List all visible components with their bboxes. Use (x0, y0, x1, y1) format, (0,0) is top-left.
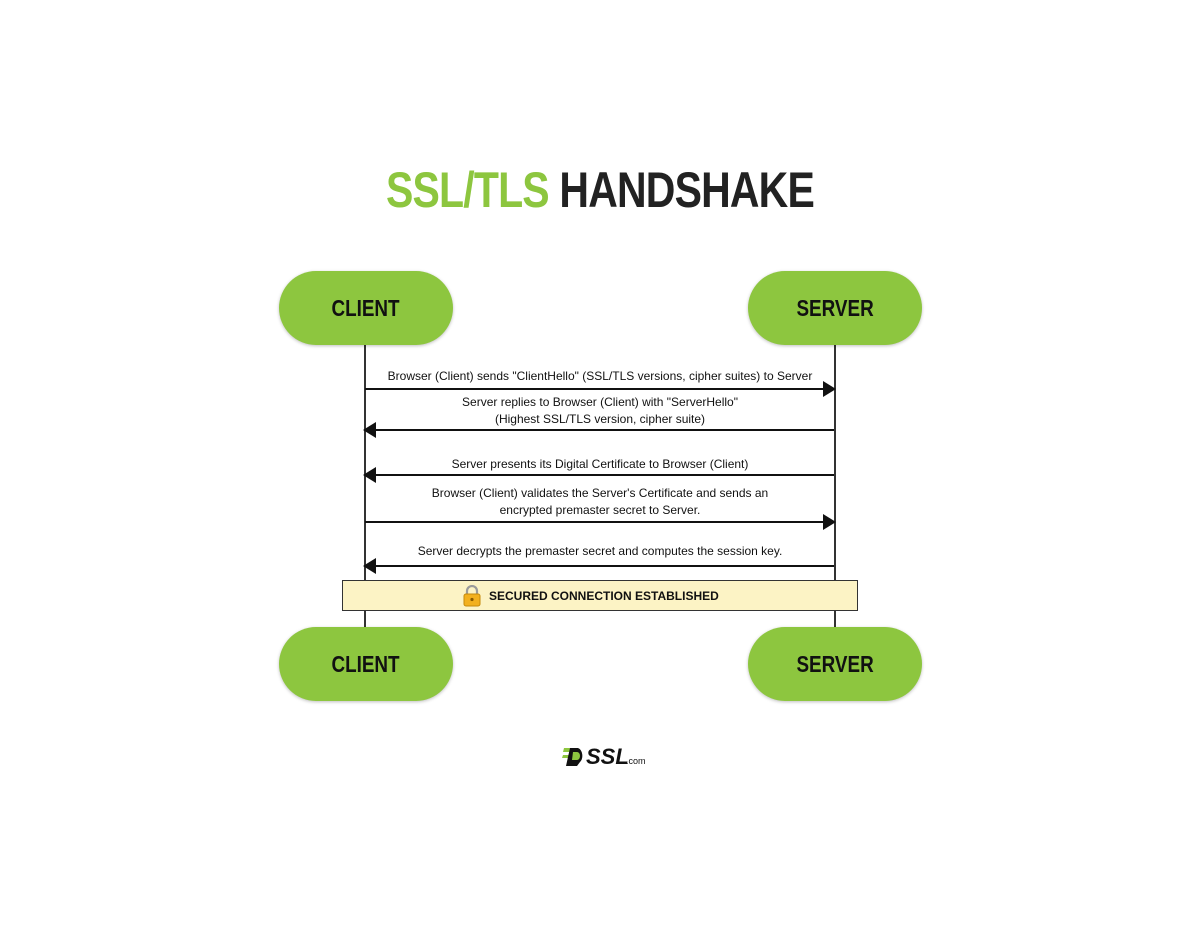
message-5-arrow (363, 558, 834, 574)
lock-icon (463, 585, 481, 607)
client-actor-top: CLIENT (279, 271, 453, 345)
client-lifeline (364, 344, 366, 628)
title-main: HANDSHAKE (559, 162, 814, 218)
server-lifeline (834, 344, 836, 628)
secured-banner-text: SECURED CONNECTION ESTABLISHED (489, 589, 719, 603)
logo-suffix: .com (626, 756, 646, 766)
message-4-label: Browser (Client) validates the Server's … (365, 485, 835, 519)
logo-brand: SSL (586, 744, 629, 769)
message-line: (Highest SSL/TLS version, cipher suite) (494, 412, 706, 426)
server-actor-label: SERVER (796, 650, 874, 677)
server-actor-label: SERVER (796, 294, 874, 321)
message-2-label: Server replies to Browser (Client) with … (365, 394, 835, 428)
message-3-arrow (363, 467, 834, 483)
server-actor-top: SERVER (748, 271, 922, 345)
message-4-arrow (365, 514, 836, 530)
message-line: Browser (Client) sends "ClientHello" (SS… (387, 369, 813, 383)
message-line: Server decrypts the premaster secret and… (417, 544, 783, 558)
server-actor-bottom: SERVER (748, 627, 922, 701)
message-1-label: Browser (Client) sends "ClientHello" (SS… (360, 368, 840, 385)
message-3-label: Server presents its Digital Certificate … (365, 456, 835, 473)
message-line: Server replies to Browser (Client) with … (462, 395, 738, 409)
message-5-label: Server decrypts the premaster secret and… (365, 543, 835, 560)
secured-connection-banner: SECURED CONNECTION ESTABLISHED (342, 580, 858, 611)
client-actor-label: CLIENT (331, 650, 401, 677)
client-actor-bottom: CLIENT (279, 627, 453, 701)
message-line: encrypted premaster secret to Server. (499, 503, 701, 517)
message-line: Server presents its Digital Certificate … (451, 457, 749, 471)
title-accent: SSL/TLS (385, 162, 550, 218)
client-actor-label: CLIENT (331, 294, 401, 321)
message-1-arrow (365, 381, 836, 397)
ssl-logo-mark-icon (562, 748, 583, 766)
message-2-arrow (363, 422, 834, 438)
message-line: Browser (Client) validates the Server's … (431, 486, 769, 500)
diagram-title: SSL/TLS HANDSHAKE (108, 160, 1092, 220)
